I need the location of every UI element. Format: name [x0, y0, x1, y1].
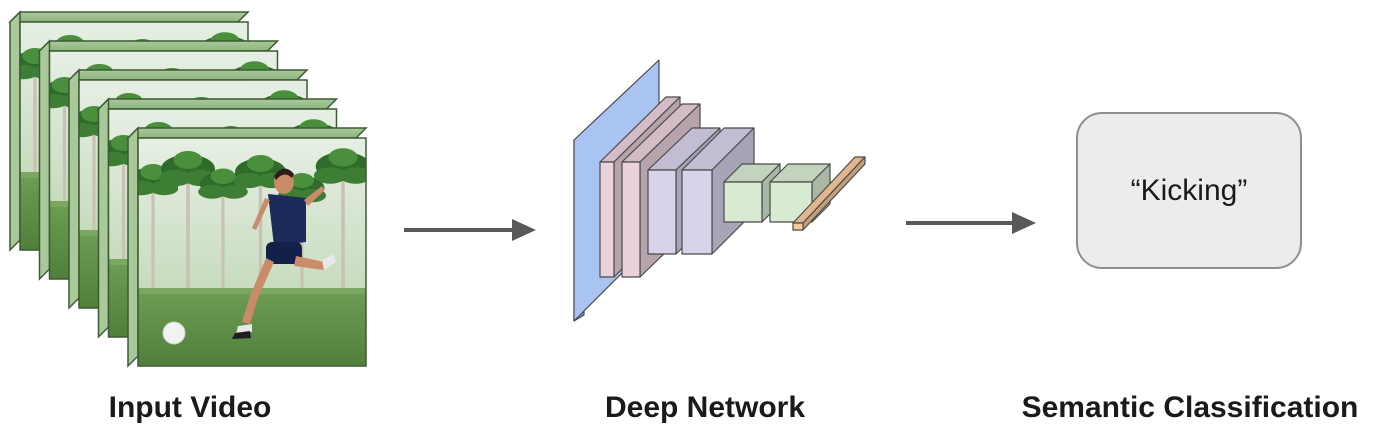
input-video-caption: Input Video	[108, 391, 272, 424]
video-frame	[126, 126, 368, 368]
classification-result-box: “Kicking”	[1076, 112, 1302, 269]
input-to-network-arrow	[404, 219, 536, 241]
video-frame	[96, 97, 339, 339]
classification-label: “Kicking”	[1130, 173, 1248, 207]
video-frame	[8, 10, 250, 252]
deep-network-caption: Deep Network	[604, 391, 806, 424]
video-frame	[67, 68, 309, 310]
deep-network	[573, 59, 866, 322]
output-layer	[792, 156, 866, 231]
semantic-classification-caption: Semantic Classification	[1021, 391, 1359, 424]
network-to-output-arrow	[906, 212, 1036, 234]
input-video-frames	[8, 10, 368, 368]
